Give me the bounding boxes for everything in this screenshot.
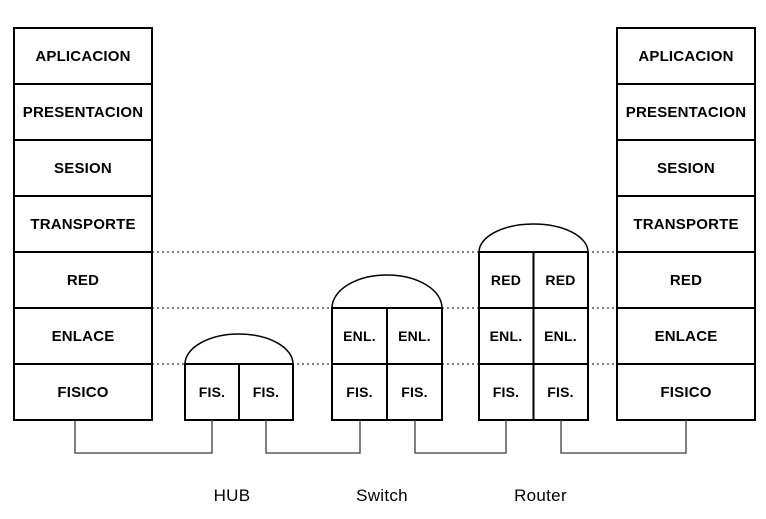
router-arc bbox=[478, 223, 589, 253]
right-stack-outline bbox=[616, 27, 756, 421]
switch-cell-fis-left: FIS. bbox=[346, 384, 373, 400]
left-layer-enlace: ENLACE bbox=[51, 327, 115, 345]
left-stack-outline bbox=[13, 27, 153, 421]
router-cell-fis-right: FIS. bbox=[547, 384, 574, 400]
left-layer-red: RED bbox=[66, 271, 100, 289]
right-layer-enlace: ENLACE bbox=[654, 327, 718, 345]
switch-label: Switch bbox=[356, 486, 408, 505]
hub-cell-fis-right: FIS. bbox=[252, 384, 280, 400]
hub-arc bbox=[184, 333, 294, 365]
switch-box-dividers bbox=[332, 308, 442, 420]
right-layer-red: RED bbox=[669, 271, 703, 289]
router-box-dividers bbox=[479, 252, 588, 420]
connector-switch-router bbox=[414, 420, 507, 454]
router-cell-red-right: RED bbox=[545, 272, 576, 288]
right-stack-row-dividers bbox=[617, 83, 755, 365]
right-layer-sesion: SESION bbox=[657, 159, 715, 177]
switch-cell-enl-right: ENL. bbox=[398, 328, 431, 344]
switch-cell-fis-right: FIS. bbox=[401, 384, 428, 400]
connector-leftstack-hub bbox=[74, 420, 213, 454]
router-cell-enl-left: ENL. bbox=[489, 328, 523, 344]
left-layer-sesion: SESION bbox=[54, 159, 112, 177]
switch-arc bbox=[331, 274, 443, 309]
left-layer-fisico: FISICO bbox=[57, 383, 109, 401]
right-layer-transporte: TRANSPORTE bbox=[633, 215, 739, 233]
router-cell-fis-left: FIS. bbox=[492, 384, 520, 400]
hub-label: HUB bbox=[213, 486, 251, 505]
router-label: Router bbox=[514, 486, 567, 505]
cable-connectors bbox=[74, 420, 687, 454]
connector-router-rightstack bbox=[560, 420, 687, 454]
router-cell-red-left: RED bbox=[490, 272, 522, 288]
switch-cell-enl-left: ENL. bbox=[343, 328, 376, 344]
router-cell-enl-right: ENL. bbox=[544, 328, 577, 344]
left-layer-presentacion: PRESENTACION bbox=[22, 103, 144, 121]
left-stack-row-dividers bbox=[14, 83, 152, 365]
left-layer-transporte: TRANSPORTE bbox=[30, 215, 136, 233]
right-layer-presentacion: PRESENTACION bbox=[625, 103, 747, 121]
left-layer-aplicacion: APLICACION bbox=[35, 47, 131, 65]
connector-hub-switch bbox=[265, 420, 361, 454]
right-layer-fisico: FISICO bbox=[660, 383, 712, 401]
right-layer-aplicacion: APLICACION bbox=[638, 47, 734, 65]
hub-cell-fis-left: FIS. bbox=[198, 384, 226, 400]
